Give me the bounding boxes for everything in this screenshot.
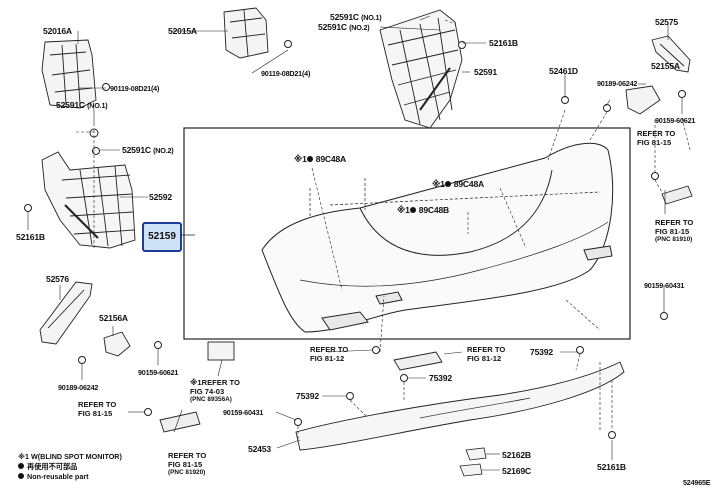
label-90159-right[interactable]: 90159-60621 [655, 116, 696, 125]
bracket-52016A-illustration [41, 39, 97, 109]
label-52592[interactable]: 52592 [149, 192, 172, 202]
legend: ※1 W(BLIND SPOT MONITOR) 再使用不可部品 Non-reu… [18, 452, 122, 482]
bracket-52156A-illustration [103, 331, 131, 357]
label-52591C-top-1[interactable]: 52591C (NO.1) [330, 12, 382, 22]
label-52155A[interactable]: 52155A [651, 61, 680, 71]
label-52591C-left-2[interactable]: 52591C (NO.2) [122, 145, 174, 155]
label-52453[interactable]: 52453 [248, 444, 271, 454]
label-90189-bot[interactable]: 90189-06242 [58, 383, 99, 392]
bracket-52015A-illustration [223, 7, 269, 59]
label-52576[interactable]: 52576 [46, 274, 69, 284]
label-52016A[interactable]: 52016A [43, 26, 72, 36]
non-reusable-dot-icon [306, 156, 313, 162]
non-reusable-dot-icon [18, 473, 24, 479]
label-52161B-bot[interactable]: 52161B [597, 462, 626, 472]
bumper-cover-frame [183, 127, 631, 340]
legend-note-1: ※1 W(BLIND SPOT MONITOR) [18, 452, 122, 461]
label-90159-mid[interactable]: 90159-60621 [138, 368, 179, 377]
label-52461D[interactable]: 52461D [549, 66, 578, 76]
legend-note-3: Non-reusable part [18, 472, 122, 482]
label-52161B-left[interactable]: 52161B [16, 232, 45, 242]
label-52169C[interactable]: 52169C [502, 466, 531, 476]
label-52591[interactable]: 52591 [474, 67, 497, 77]
label-90159-60431-bot[interactable]: 90159-60431 [223, 408, 264, 417]
label-90119-b[interactable]: 90119-08D21(4) [261, 69, 311, 78]
label-90159-60431-right[interactable]: 90159-60431 [644, 281, 685, 290]
label-75392-a[interactable]: 75392 [530, 347, 553, 357]
label-52591C-top-2[interactable]: 52591C (NO.2) [318, 22, 370, 32]
shield-52591-illustration [379, 9, 463, 129]
bracket-52155A-illustration [625, 85, 661, 115]
selected-part-52159-button[interactable]: 52159 [142, 222, 182, 252]
label-52015A[interactable]: 52015A [168, 26, 197, 36]
reflector-left-illustration [393, 351, 443, 371]
label-75392-b[interactable]: 75392 [429, 373, 452, 383]
label-52575[interactable]: 52575 [655, 17, 678, 27]
sensor-cover-illustration [207, 341, 235, 361]
bracket-52576-illustration [39, 281, 93, 345]
spoiler-52453-illustration [295, 361, 625, 451]
label-90119-a[interactable]: 90119-08D21(4) [110, 84, 160, 93]
label-52591C-left-1[interactable]: 52591C (NO.1) [56, 100, 108, 110]
legend-note-2: 再使用不可部品 [18, 462, 122, 472]
label-52162B[interactable]: 52162B [502, 450, 531, 460]
label-52156A[interactable]: 52156A [99, 313, 128, 323]
non-reusable-dot-icon [444, 181, 451, 187]
bumper-cover-illustration [261, 142, 614, 333]
label-75392-c[interactable]: 75392 [296, 391, 319, 401]
label-52161B-top[interactable]: 52161B [489, 38, 518, 48]
reflector-lower-illustration [159, 411, 201, 433]
non-reusable-dot-icon [18, 463, 24, 469]
shield-52592-illustration [41, 151, 136, 249]
reflector-right-illustration [661, 185, 693, 205]
diagram-id: 524965E [683, 478, 711, 487]
label-90189-top[interactable]: 90189-06242 [597, 79, 638, 88]
non-reusable-dot-icon [409, 207, 416, 213]
